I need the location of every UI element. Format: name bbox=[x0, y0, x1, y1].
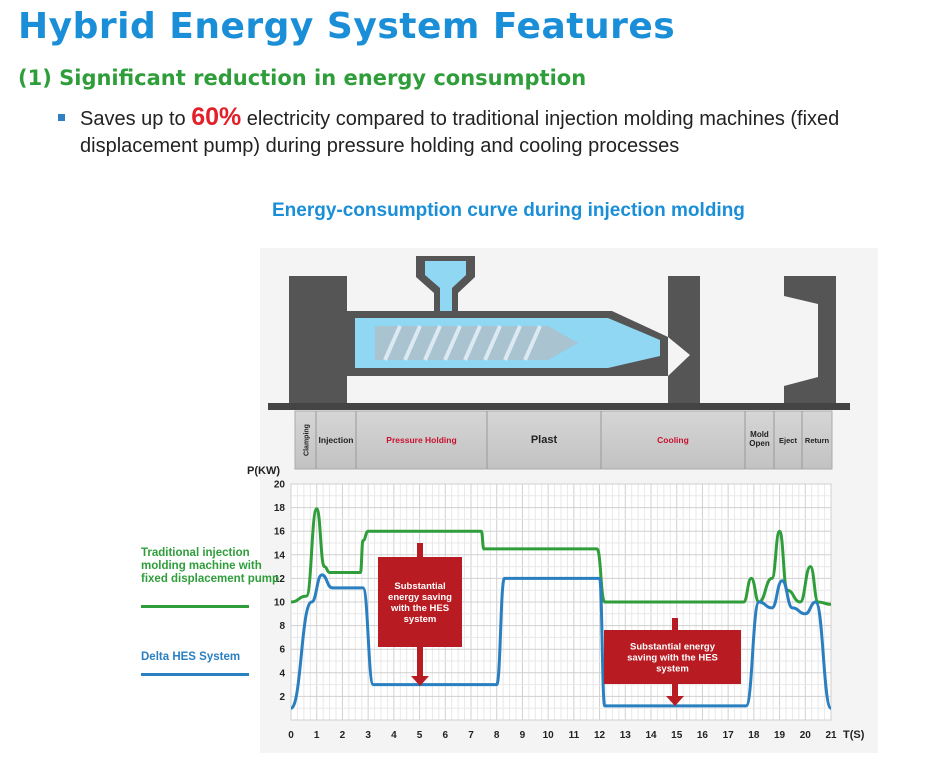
x-tick-label: 13 bbox=[620, 730, 632, 741]
x-tick-label: 20 bbox=[800, 730, 812, 741]
legend-traditional-label: Traditional injection molding machine wi… bbox=[141, 547, 280, 585]
x-tick-label: 2 bbox=[340, 730, 346, 741]
traditional-series-line bbox=[290, 507, 832, 606]
x-tick-label: 9 bbox=[520, 730, 526, 741]
x-tick-label: 5 bbox=[417, 730, 423, 741]
y-tick-label: 16 bbox=[274, 527, 286, 538]
x-tick-label: 1 bbox=[314, 730, 320, 741]
screw-flights bbox=[383, 325, 542, 361]
x-tick-label: 15 bbox=[671, 730, 683, 741]
y-axis-label: P(KW) bbox=[247, 465, 280, 477]
phase-label: Clamping bbox=[304, 424, 311, 456]
section-subtitle: (1) Significant reduction in energy cons… bbox=[18, 66, 587, 90]
phase-bar-background bbox=[294, 410, 833, 470]
y-tick-label: 20 bbox=[274, 480, 286, 491]
mold-moving-half bbox=[784, 276, 836, 404]
hopper-material bbox=[425, 261, 466, 311]
bullet-text-pre: Saves up to bbox=[80, 108, 192, 130]
x-tick-label: 8 bbox=[494, 730, 500, 741]
callout-arrow-head bbox=[666, 696, 684, 706]
x-tick-label: 16 bbox=[697, 730, 709, 741]
phase-label: Eject bbox=[779, 436, 797, 445]
x-tick-label: 3 bbox=[365, 730, 371, 741]
phase-label: Injection bbox=[319, 435, 354, 445]
page-title: Hybrid Energy System Features bbox=[18, 6, 676, 47]
x-tick-label: 10 bbox=[543, 730, 555, 741]
legend-hes-label: Delta HES System bbox=[141, 651, 241, 663]
x-tick-label: 11 bbox=[569, 730, 580, 741]
y-tick-label: 18 bbox=[274, 503, 286, 514]
x-tick-label: 6 bbox=[443, 730, 449, 741]
phase-label: Pressure Holding bbox=[386, 435, 456, 445]
y-tick-label: 14 bbox=[274, 550, 286, 561]
chart-caption: Energy-consumption curve during injectio… bbox=[272, 200, 745, 221]
callout-box bbox=[604, 630, 741, 684]
y-tick-label: 8 bbox=[279, 621, 285, 632]
x-tick-label: 17 bbox=[723, 730, 735, 741]
y-tick-label: 12 bbox=[274, 574, 286, 585]
x-tick-label: 0 bbox=[288, 730, 294, 741]
phase-label: Cooling bbox=[657, 435, 689, 445]
y-tick-label: 10 bbox=[274, 598, 286, 609]
x-axis-label: T(S) bbox=[843, 729, 865, 741]
callout-arrow-head bbox=[411, 676, 429, 686]
phase-label: Return bbox=[805, 436, 830, 445]
y-tick-label: 2 bbox=[279, 692, 285, 703]
x-tick-label: 12 bbox=[594, 730, 606, 741]
x-tick-label: 21 bbox=[825, 730, 837, 741]
x-tick-label: 18 bbox=[748, 730, 760, 741]
savings-percent: 60% bbox=[191, 103, 242, 131]
y-tick-label: 6 bbox=[279, 645, 285, 656]
clamp-plate bbox=[289, 276, 347, 404]
mold-fixed-half bbox=[668, 276, 700, 404]
x-tick-label: 4 bbox=[391, 730, 397, 741]
callout-box bbox=[378, 557, 462, 647]
machine-base bbox=[268, 403, 850, 410]
x-tick-label: 14 bbox=[645, 730, 657, 741]
legend-traditional-line bbox=[141, 605, 249, 608]
phase-label: Plast bbox=[531, 434, 558, 446]
y-tick-label: 4 bbox=[279, 668, 285, 679]
legend-hes-line bbox=[141, 673, 249, 676]
x-tick-label: 7 bbox=[468, 730, 474, 741]
x-tick-label: 19 bbox=[774, 730, 786, 741]
hes-series-line bbox=[289, 573, 833, 710]
bullet-text-post: electricity compared to traditional inje… bbox=[80, 108, 840, 157]
bullet-text: Saves up to 60% electricity compared to … bbox=[80, 104, 940, 160]
bullet-marker bbox=[58, 114, 65, 121]
